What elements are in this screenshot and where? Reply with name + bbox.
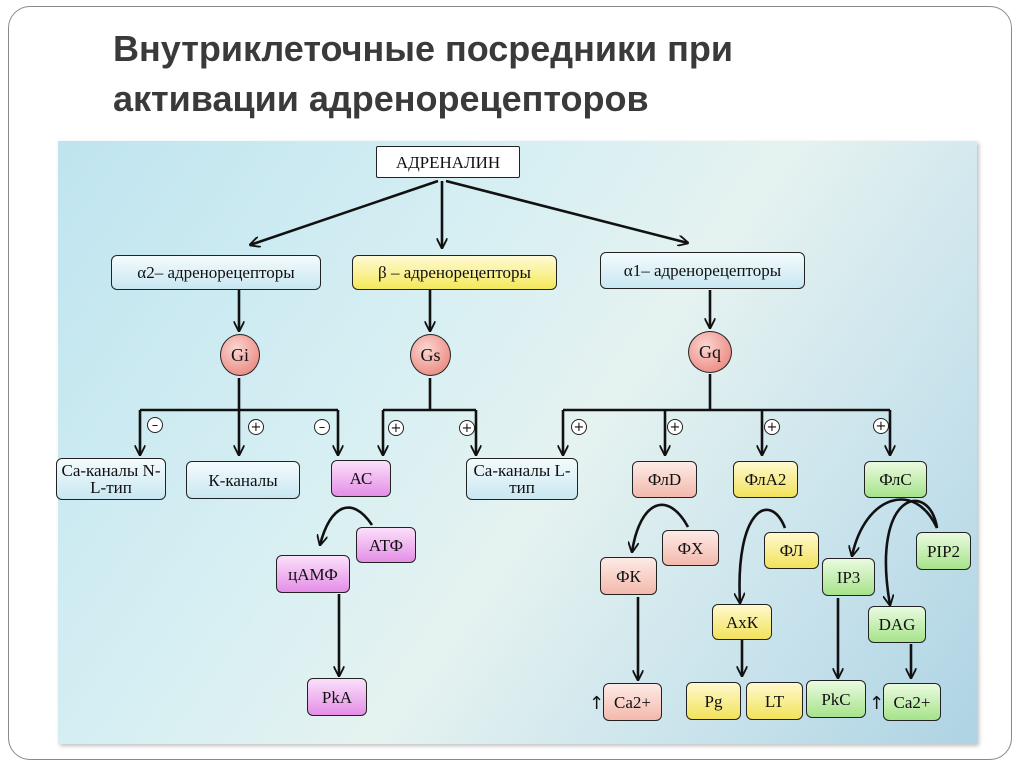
sign-plus-flc: + xyxy=(873,418,889,434)
title-line-1: Внутриклеточные посредники при xyxy=(113,28,734,69)
diagram-panel xyxy=(58,141,977,744)
pg-label: Pg xyxy=(704,691,723,711)
sign-plus-fld: + xyxy=(667,419,683,435)
k-channels-label: К-каналы xyxy=(208,470,278,490)
sign-plus-gq-ca: + xyxy=(571,419,587,435)
axk-node: АхК xyxy=(712,604,772,640)
gs-protein-node: Gs xyxy=(410,334,451,376)
sign-plus-k: + xyxy=(248,419,264,435)
pip2-node: PIP2 xyxy=(916,532,971,570)
lt-label: LT xyxy=(764,691,785,711)
sign-minus-ac: – xyxy=(314,419,330,435)
sign-label: – xyxy=(151,417,159,433)
arrow-fl-axk xyxy=(740,508,787,603)
sign-plus-fla2: + xyxy=(764,419,780,435)
dag-label: DAG xyxy=(878,615,916,634)
gi-label: Gi xyxy=(231,344,249,365)
ip3-node: IP3 xyxy=(822,558,875,596)
camp-node: цАМФ xyxy=(276,555,350,593)
ca-right-label: Ca2+ xyxy=(893,692,931,712)
sign-label: + xyxy=(669,419,681,435)
fl-node: ФЛ xyxy=(764,532,819,569)
adrenaline-label: АДРЕНАЛИН xyxy=(395,152,501,172)
alpha2-receptor-node: α2– адренорецепторы xyxy=(111,255,321,290)
ca-channels-nl-label: Ca-каналы N- L-тип xyxy=(61,461,161,497)
pg-node: Pg xyxy=(686,682,741,720)
k-channels-node: К-каналы xyxy=(186,461,300,499)
sign-label: + xyxy=(766,419,778,435)
alpha1-receptor-label: α1– адренорецепторы xyxy=(623,261,782,280)
arrow-adrenaline-alpha1 xyxy=(445,179,688,243)
alpha1-receptor-node: α1– адренорецепторы xyxy=(600,252,805,289)
sign-label: + xyxy=(250,419,262,435)
arrow-pip2-ip3 xyxy=(852,498,939,556)
beta-receptor-label: β – адренорецепторы xyxy=(378,263,531,282)
ca-channels-nl-node: Ca-каналы N- L-тип xyxy=(56,458,166,500)
ca-left-label: Ca2+ xyxy=(614,692,651,712)
gq-protein-node: Gq xyxy=(688,331,732,373)
fl-label: ФЛ xyxy=(779,541,804,560)
gi-protein-node: Gi xyxy=(220,334,260,376)
ca-left-node: Ca2+ xyxy=(603,683,662,721)
arrow-adrenaline-alpha2 xyxy=(250,179,439,245)
arrow-atf-camp xyxy=(320,506,374,545)
atf-node: АТФ xyxy=(356,527,416,563)
flc-node: ФлС xyxy=(864,461,927,498)
ca-right-increase-arrow: ↑ xyxy=(869,693,885,714)
ca-left-increase-arrow: ↑ xyxy=(589,693,605,714)
axk-label: АхК xyxy=(725,612,759,632)
pka-node: PkA xyxy=(307,678,367,716)
arrow-pip2-dag xyxy=(886,499,939,605)
gs-label: Gs xyxy=(420,344,441,365)
sign-label: + xyxy=(461,420,473,436)
gq-label: Gq xyxy=(699,341,721,362)
ca-right-node: Ca2+ xyxy=(883,683,941,721)
ip3-label: IP3 xyxy=(836,567,861,587)
pip2-label: PIP2 xyxy=(926,541,961,561)
fla2-node: ФлА2 xyxy=(733,461,798,498)
ca-channels-l-node: Ca-каналы L-тип xyxy=(466,458,578,500)
sign-plus-gs-ca: + xyxy=(459,420,475,436)
sign-label: – xyxy=(318,419,326,435)
arrow-fx-fk xyxy=(632,503,690,552)
lt-node: LT xyxy=(746,682,803,720)
sign-label: + xyxy=(390,420,402,436)
alpha2-receptor-label: α2– адренорецепторы xyxy=(137,263,295,282)
pka-label: PkA xyxy=(321,687,353,707)
slide-title: Внутриклеточные посредники при активации… xyxy=(113,24,933,124)
title-line-2: активации адренорецепторов xyxy=(113,78,649,119)
ac-label: АС xyxy=(349,469,373,488)
sign-label: + xyxy=(573,419,585,435)
flc-label: ФлС xyxy=(879,470,912,489)
dag-node: DAG xyxy=(868,606,926,643)
sign-minus-ca: – xyxy=(147,417,163,433)
pkc-node: PkC xyxy=(806,680,866,718)
beta-receptor-node: β – адренорецепторы xyxy=(352,255,557,290)
fld-node: ФлD xyxy=(632,461,697,498)
atf-label: АТФ xyxy=(368,535,404,555)
ac-node: АС xyxy=(331,460,391,497)
slide-frame xyxy=(8,6,1012,760)
ca-channels-l-label: Ca-каналы L-тип xyxy=(473,461,571,497)
sign-label: + xyxy=(875,418,887,434)
fx-label: ФХ xyxy=(677,538,704,558)
fla2-label: ФлА2 xyxy=(744,470,787,489)
fk-label: ФК xyxy=(616,566,641,586)
sign-plus-gs-ac: + xyxy=(388,420,404,436)
fld-label: ФлD xyxy=(647,470,682,489)
fx-node: ФХ xyxy=(662,530,719,566)
pkc-label: PkC xyxy=(821,689,851,709)
fk-node: ФК xyxy=(600,557,657,595)
camp-label: цАМФ xyxy=(288,564,338,584)
adrenaline-node: АДРЕНАЛИН xyxy=(376,146,520,178)
